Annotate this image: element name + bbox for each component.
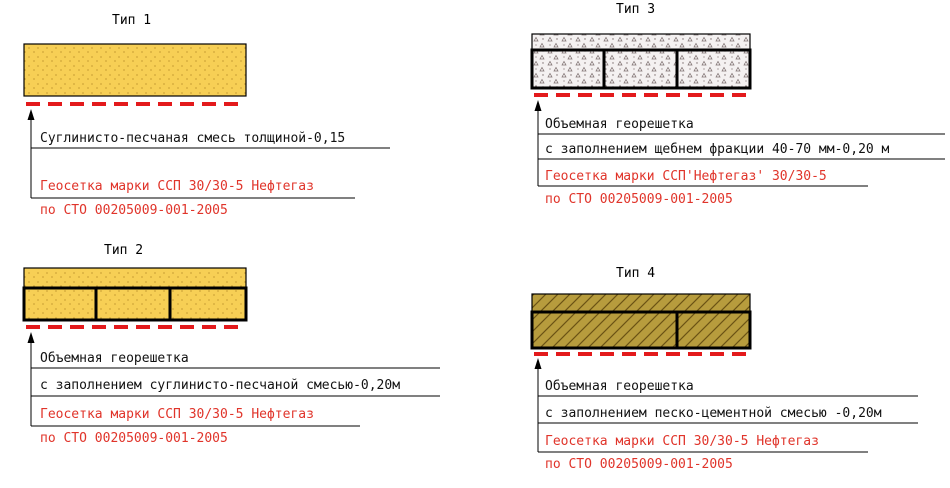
- type-4-line-1: Объемная георешетка: [545, 379, 694, 394]
- type-1-sand-layer: [23, 43, 247, 97]
- type-4-arrow-icon: [534, 358, 542, 369]
- type-4-geocell-frame: [530, 310, 752, 350]
- type-1-arrow-icon: [27, 109, 35, 120]
- type-3-line-2: с заполнением щебнем фракции 40-70 мм-0,…: [545, 142, 890, 157]
- type-3-gravel-fill: [532, 50, 750, 88]
- type-2-section: Тип 2 Объемная георешетка с заполнением …: [22, 243, 440, 446]
- type-3-title: Тип 3: [616, 2, 655, 17]
- type-4-section: Тип 4 Объемная георешетка с заполнением …: [530, 266, 918, 472]
- type-3-line-1: Объемная георешетка: [545, 117, 694, 132]
- type-2-arrow-icon: [27, 332, 35, 343]
- type-1-line-3: по СТО 00205009-001-2005: [40, 203, 228, 218]
- type-4-title: Тип 4: [616, 266, 655, 281]
- type-1-line-2: Геосетка марки ССП 30/30-5 Нефтегаз: [40, 179, 314, 194]
- type-3-gravel-top: [531, 33, 751, 51]
- type-2-line-1: Объемная георешетка: [40, 351, 189, 366]
- type-3-arrow-icon: [534, 100, 542, 111]
- type-3-line-4: по СТО 00205009-001-2005: [545, 192, 733, 207]
- type-4-line-3: Геосетка марки ССП 30/30-5 Нефтегаз: [545, 434, 819, 449]
- type-1-line-1: Суглинисто-песчаная смесь толщиной-0,15: [40, 131, 345, 146]
- type-2-line-2: с заполнением суглинисто-песчаной смесью…: [40, 378, 400, 393]
- type-2-line-3: Геосетка марки ССП 30/30-5 Нефтегаз: [40, 407, 314, 422]
- type-2-geocell-frame: [22, 286, 248, 322]
- type-3-line-3: Геосетка марки ССП'Нефтегаз' 30/30-5: [545, 169, 827, 184]
- type-4-line-2: с заполнением песко-цементной смесью -0,…: [545, 406, 882, 421]
- type-4-line-4: по СТО 00205009-001-2005: [545, 457, 733, 472]
- type-3-section: Тип 3 Объемная георешетка с заполнением …: [530, 2, 945, 207]
- type-1-title: Тип 1: [112, 13, 151, 28]
- type-1-section: Тип 1 Суглинисто-песчаная смесь толщиной…: [23, 13, 390, 218]
- type-2-sand-fill: [24, 288, 246, 320]
- type-4-cement-top: [531, 293, 751, 313]
- type-2-title: Тип 2: [104, 243, 143, 258]
- type-2-sand-top: [23, 267, 247, 289]
- type-4-cement-fill: [532, 312, 750, 348]
- type-3-geocell-frame: [530, 48, 752, 90]
- type-2-line-4: по СТО 00205009-001-2005: [40, 431, 228, 446]
